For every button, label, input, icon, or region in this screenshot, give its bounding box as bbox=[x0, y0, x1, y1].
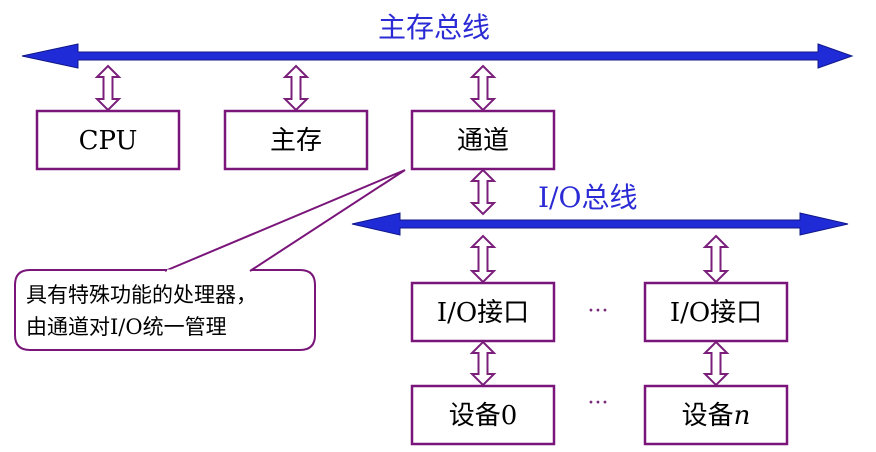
channel-iobus-arrow bbox=[469, 168, 497, 216]
callout-bubble bbox=[14, 269, 316, 351]
memory-bus-arrow bbox=[282, 64, 310, 112]
device-box-0: 设备0 bbox=[410, 384, 556, 446]
ellipsis-interfaces: ··· bbox=[588, 299, 609, 324]
connector-arrows bbox=[94, 64, 730, 387]
device-label-n-var: n bbox=[734, 401, 751, 431]
channel-box: 通道 bbox=[410, 109, 556, 171]
interface0-device0-arrow bbox=[469, 340, 497, 387]
io-bus: I/O总线 bbox=[351, 181, 849, 236]
io-interface-label-n: I/O接口 bbox=[670, 298, 762, 328]
device-label-0: 设备0 bbox=[449, 401, 518, 431]
iobus-interface0-arrow bbox=[469, 234, 497, 284]
callout-line-1: 具有特殊功能的处理器， bbox=[26, 283, 257, 307]
io-interface-label-0: I/O接口 bbox=[437, 298, 529, 328]
memory-label: 主存 bbox=[270, 126, 322, 156]
cpu-bus-arrow bbox=[94, 64, 122, 112]
device-box-n: 设备n bbox=[643, 384, 789, 446]
interfacen-devicen-arrow bbox=[702, 340, 730, 387]
ellipsis-devices: ··· bbox=[588, 391, 609, 416]
memory-box: 主存 bbox=[223, 109, 369, 171]
cpu-label: CPU bbox=[79, 126, 138, 156]
device-label-n: 设备n bbox=[682, 401, 751, 431]
iobus-interfacen-arrow bbox=[702, 234, 730, 284]
channel-label: 通道 bbox=[457, 126, 509, 156]
io-interface-box-n: I/O接口 bbox=[643, 281, 789, 343]
channel-mainbus-arrow bbox=[469, 64, 497, 112]
main-bus: 主存总线 bbox=[21, 11, 854, 69]
cpu-box: CPU bbox=[35, 109, 181, 171]
io-bus-label: I/O总线 bbox=[538, 181, 637, 214]
callout-line-2: 由通道对I/O统一管理 bbox=[26, 315, 227, 339]
io-interface-box-0: I/O接口 bbox=[410, 281, 556, 343]
io-bus-arrow bbox=[351, 212, 849, 236]
device-label-n-prefix: 设备 bbox=[682, 401, 734, 431]
callout: 具有特殊功能的处理器， 由通道对I/O统一管理 bbox=[14, 169, 406, 351]
main-bus-label: 主存总线 bbox=[378, 11, 490, 44]
main-bus-arrow bbox=[21, 43, 854, 69]
callout-pointer bbox=[164, 169, 406, 272]
